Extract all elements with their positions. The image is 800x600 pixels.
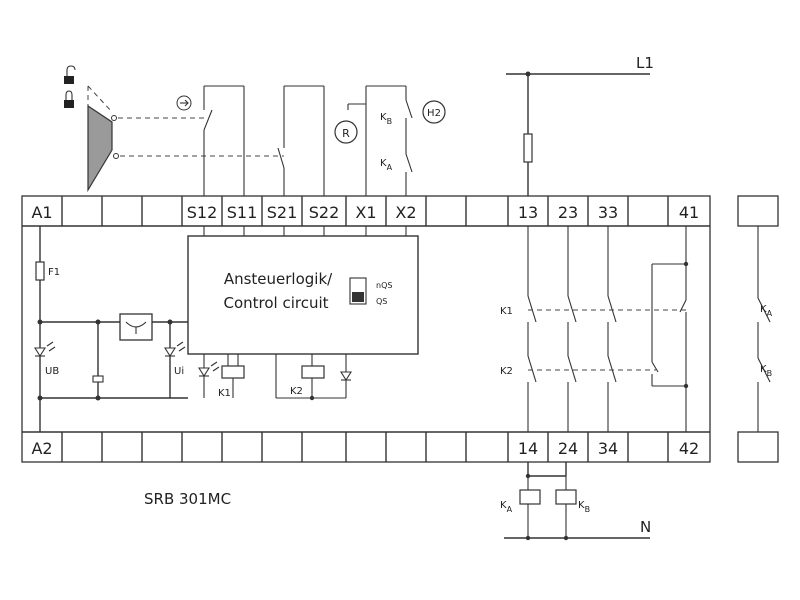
supply-l1-label: L1 [636, 54, 654, 72]
led-ui-label: Ui [174, 366, 184, 377]
contact-k2-label: K2 [500, 366, 513, 377]
coil-kb-icon [555, 489, 577, 505]
led-ui-icon [164, 341, 186, 358]
output-circuit: L1 K1 [500, 54, 690, 432]
led-ub-label: UB [45, 366, 59, 377]
terminal-13: 13 [518, 203, 538, 222]
qs-switch-icon [349, 277, 367, 305]
supply-n-label: N [640, 518, 651, 536]
diode-icon [340, 371, 352, 382]
feedback-loop-x1-x2: R H2 KB KA [334, 85, 446, 196]
terminal-24: 24 [558, 439, 578, 458]
lock-icon [64, 90, 74, 108]
terminal-41: 41 [679, 203, 699, 222]
unlock-icon [64, 65, 76, 84]
coil-kb-label: KB [578, 500, 590, 514]
capacitor-icon [92, 375, 104, 383]
external-contactor-module: KA KB [737, 195, 779, 463]
terminal-42: 42 [679, 439, 699, 458]
lamp-label: H2 [427, 108, 441, 119]
control-title-line2: Control circuit [223, 294, 328, 312]
relay-k1: K1 [198, 354, 245, 399]
relay-k1-label: K1 [218, 388, 231, 399]
contact-k1-label: K1 [500, 306, 513, 317]
terminal-33: 33 [598, 203, 618, 222]
bottom-terminal-dividers [61, 432, 669, 462]
relay-k2-label: K2 [290, 386, 303, 397]
external-coils: N KA KB [500, 462, 651, 541]
side-kb-label: KB [760, 364, 772, 378]
switch-label-qs: QS [376, 297, 387, 306]
control-circuit-box: Ansteuerlogik/ Control circuit nQS QS [187, 235, 419, 355]
module-housing [21, 195, 711, 463]
terminal-to-logic-wires [203, 226, 407, 236]
terminal-34: 34 [598, 439, 618, 458]
terminal-s21: S21 [267, 203, 298, 222]
terminal-x2: X2 [395, 203, 416, 222]
feedback-ka-label: KA [380, 158, 393, 172]
control-title-line1: Ansteuerlogik/ [224, 270, 333, 288]
supply-circuit: F1 UB [34, 226, 188, 432]
terminal-s12: S12 [187, 203, 218, 222]
rectifier-icon [119, 313, 153, 341]
terminal-s11: S11 [227, 203, 258, 222]
model-label: SRB 301MC [144, 490, 231, 508]
arrow-circle-icon [176, 95, 192, 111]
relay-k1-coil-icon [221, 365, 245, 379]
terminal-23: 23 [558, 203, 578, 222]
guard-contact-s11-s12 [203, 85, 245, 196]
terminal-14: 14 [518, 439, 538, 458]
side-ka-label: KA [760, 304, 773, 318]
fuse-f1-icon [35, 261, 45, 281]
relay-k2-coil-icon [301, 365, 325, 379]
top-terminal-dividers [61, 196, 669, 226]
actuator-icon [87, 104, 113, 193]
led-ub-icon [34, 341, 56, 358]
terminal-a1: A1 [31, 203, 52, 222]
switch-label-nqs: nQS [376, 281, 392, 290]
feedback-kb-label: KB [380, 112, 392, 126]
reset-icon [334, 120, 358, 144]
terminal-a2: A2 [31, 439, 52, 458]
terminal-x1: X1 [355, 203, 376, 222]
bottom-terminal-labels: A2 14 24 34 42 [31, 439, 699, 458]
door-interlock [64, 65, 284, 193]
coil-ka-icon [519, 489, 541, 505]
relay-k2: K2 [275, 354, 352, 401]
fuse-label: F1 [48, 267, 60, 278]
reset-label: R [342, 127, 350, 140]
output-fuse-icon [523, 133, 533, 163]
top-terminal-labels: A1 S12 S11 S21 S22 X1 X2 13 23 33 41 [31, 203, 699, 222]
terminal-s22: S22 [309, 203, 340, 222]
lamp-icon [422, 100, 446, 124]
coil-ka-label: KA [500, 500, 513, 514]
guard-contact-s21-s22 [277, 85, 325, 196]
